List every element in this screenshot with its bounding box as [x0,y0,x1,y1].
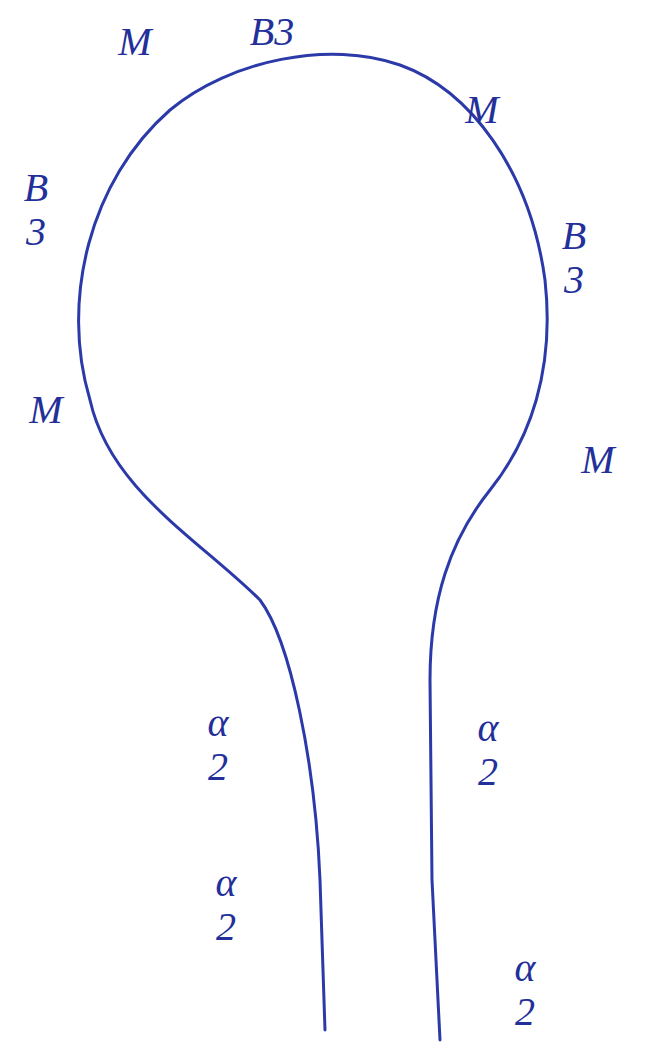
part-label: α2 [206,861,246,949]
part-label: M [118,20,151,64]
part-label: B3 [250,10,294,54]
part-label: M [465,88,498,132]
part-label: B3 [554,214,594,302]
part-label: α2 [468,706,508,794]
part-label: M [581,438,614,482]
part-label: B3 [16,166,56,254]
part-label: M [29,388,62,432]
balloon-outline [79,54,548,1040]
part-label: α2 [505,946,545,1034]
part-label: α2 [198,701,238,789]
